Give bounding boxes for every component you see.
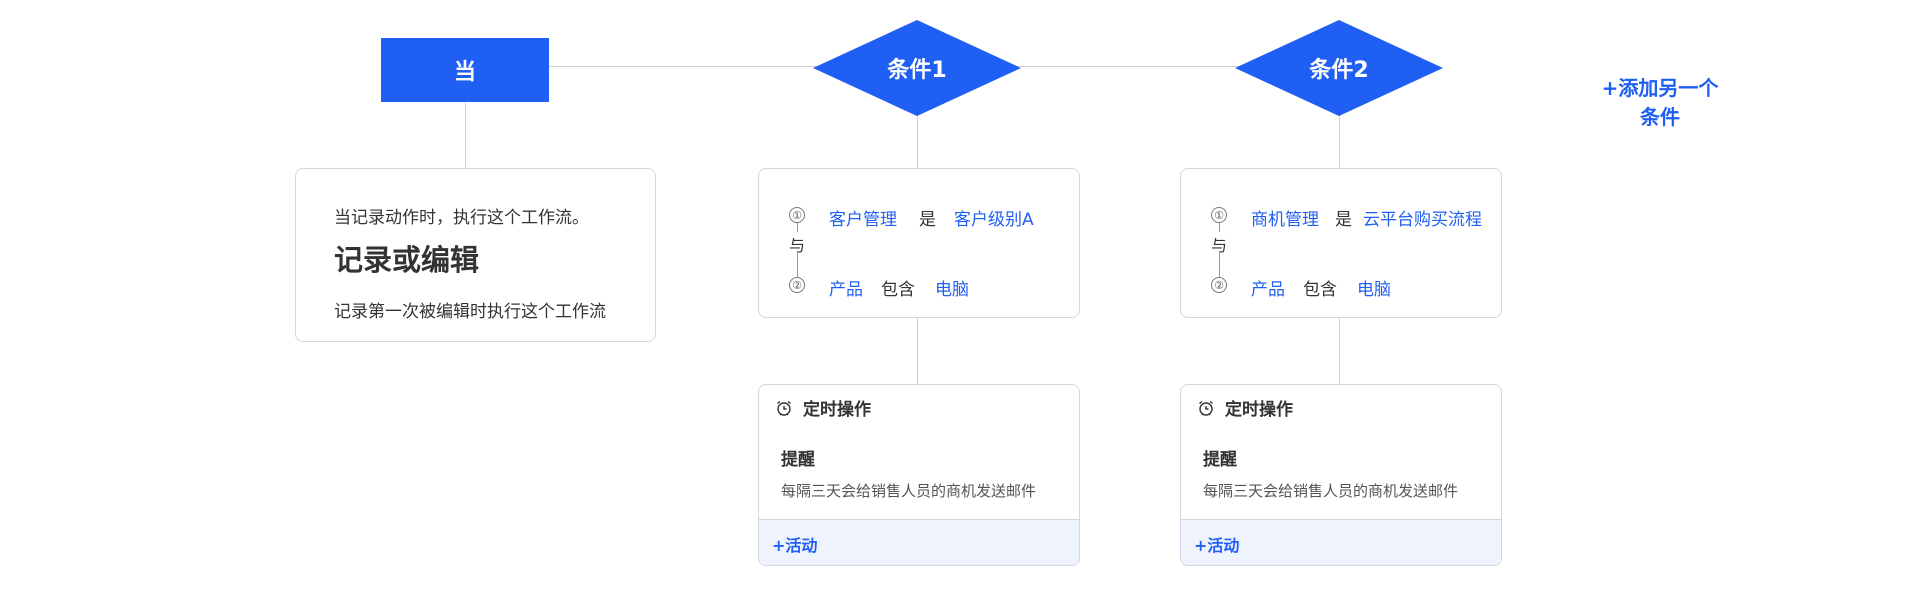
scheduled-action-header: 定时操作 bbox=[1197, 395, 1293, 420]
connector-when-to-cond1 bbox=[549, 66, 819, 67]
action-description: 每隔三天会给销售人员的商机发送邮件 bbox=[781, 482, 1037, 500]
criteria-field[interactable]: 商机管理 bbox=[1251, 210, 1319, 230]
add-condition-label: +添加另一个 条件 bbox=[1601, 76, 1719, 129]
criteria-operator: 是 bbox=[1335, 210, 1352, 230]
scheduled-action-label: 定时操作 bbox=[1225, 400, 1293, 420]
add-activity-link[interactable]: +活动 bbox=[772, 536, 818, 555]
action-title: 提醒 bbox=[1203, 450, 1237, 470]
scheduled-action-label: 定时操作 bbox=[803, 400, 871, 420]
activity-bar: +活动 bbox=[759, 519, 1079, 565]
criteria-operator: 是 bbox=[919, 210, 936, 230]
criteria-connector-line bbox=[797, 223, 798, 232]
criteria-number: ① bbox=[789, 207, 805, 223]
criteria-value[interactable]: 电脑 bbox=[935, 280, 969, 300]
condition-2-label: 条件2 bbox=[1309, 58, 1369, 83]
connector-cond1-to-cond2 bbox=[1015, 66, 1241, 67]
criteria-field[interactable]: 产品 bbox=[1251, 280, 1285, 300]
action-card-2[interactable]: 定时操作 提醒 每隔三天会给销售人员的商机发送邮件 +活动 bbox=[1180, 384, 1502, 566]
criteria-operator: 包含 bbox=[1303, 280, 1337, 300]
criteria-value[interactable]: 客户级别A bbox=[954, 210, 1034, 230]
trigger-description: 记录第一次被编辑时执行这个工作流 bbox=[334, 302, 606, 322]
condition-2-node[interactable]: 条件2 bbox=[1235, 20, 1443, 116]
connector-when-to-trigger bbox=[465, 102, 466, 169]
criteria-number: ② bbox=[1211, 277, 1227, 293]
condition-1-label: 条件1 bbox=[887, 58, 947, 83]
criteria-connector-label: 与 bbox=[1211, 236, 1228, 255]
trigger-card[interactable]: 当记录动作时，执行这个工作流。 记录或编辑 记录第一次被编辑时执行这个工作流 bbox=[295, 168, 656, 342]
trigger-title: 记录或编辑 bbox=[334, 243, 480, 277]
criteria-field[interactable]: 产品 bbox=[829, 280, 863, 300]
trigger-intro: 当记录动作时，执行这个工作流。 bbox=[334, 208, 589, 228]
alarm-clock-icon bbox=[1199, 400, 1213, 416]
criteria-field[interactable]: 客户管理 bbox=[829, 210, 897, 230]
action-card-1[interactable]: 定时操作 提醒 每隔三天会给销售人员的商机发送邮件 +活动 bbox=[758, 384, 1080, 566]
criteria-connector-line bbox=[1219, 253, 1220, 277]
when-label: 当 bbox=[453, 60, 476, 85]
when-node[interactable]: 当 bbox=[381, 38, 549, 102]
connector-criteria1-to-action bbox=[917, 318, 918, 384]
action-description: 每隔三天会给销售人员的商机发送邮件 bbox=[1203, 482, 1459, 500]
action-title: 提醒 bbox=[781, 450, 815, 470]
criteria-value[interactable]: 云平台购买流程 bbox=[1363, 210, 1482, 230]
connector-criteria2-to-action bbox=[1339, 318, 1340, 384]
criteria-number: ① bbox=[1211, 207, 1227, 223]
diamond-shape bbox=[813, 20, 1021, 116]
connector-cond2-to-criteria bbox=[1339, 114, 1340, 169]
criteria-value[interactable]: 电脑 bbox=[1357, 280, 1391, 300]
criteria-connector-line bbox=[1219, 223, 1220, 232]
criteria-connector-label: 与 bbox=[789, 236, 806, 255]
criteria-connector-line bbox=[797, 253, 798, 277]
criteria-number: ② bbox=[789, 277, 805, 293]
criteria-card-1[interactable]: ① 与 ② 客户管理 是 客户级别A 产品 包含 电脑 bbox=[758, 168, 1080, 318]
criteria-card-2[interactable]: ① 与 ② 商机管理 是 云平台购买流程 产品 包含 电脑 bbox=[1180, 168, 1502, 318]
add-activity-link[interactable]: +活动 bbox=[1194, 536, 1240, 555]
connector-cond1-to-criteria bbox=[917, 114, 918, 169]
diamond-shape bbox=[1235, 20, 1443, 116]
add-condition-link[interactable]: +添加另一个 条件 bbox=[1585, 45, 1735, 132]
criteria-operator: 包含 bbox=[881, 280, 915, 300]
condition-1-node[interactable]: 条件1 bbox=[813, 20, 1021, 116]
alarm-clock-icon bbox=[777, 400, 791, 416]
scheduled-action-header: 定时操作 bbox=[775, 395, 871, 420]
activity-bar: +活动 bbox=[1181, 519, 1501, 565]
